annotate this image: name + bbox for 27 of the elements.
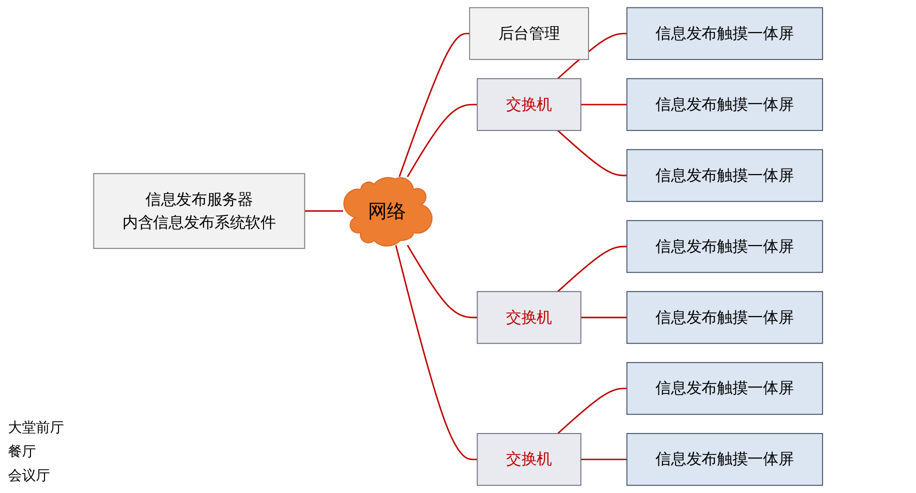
node-box: 信息发布触摸一体屏 <box>626 149 823 202</box>
node-box: 信息发布触摸一体屏 <box>626 291 823 344</box>
location-label: 大堂前厅 <box>8 419 64 437</box>
node-box: 后台管理 <box>469 7 589 60</box>
connector <box>580 104 627 106</box>
location-label: 会议厅 <box>8 467 51 485</box>
connector <box>406 104 478 178</box>
connector <box>304 210 343 212</box>
node-box: 交换机 <box>476 78 582 131</box>
node-box: 信息发布服务器 内含信息发布系统软件 <box>93 173 306 249</box>
connector <box>557 246 627 292</box>
node-box: 信息发布触摸一体屏 <box>626 7 823 60</box>
connector <box>580 458 627 460</box>
connector <box>557 130 627 176</box>
connector <box>557 32 627 80</box>
connector <box>398 32 470 177</box>
node-box: 信息发布触摸一体屏 <box>626 362 823 415</box>
connector <box>580 316 627 318</box>
node-box: 交换机 <box>476 433 582 486</box>
connector <box>557 388 627 434</box>
node-box: 信息发布触摸一体屏 <box>626 433 823 486</box>
node-box: 信息发布触摸一体屏 <box>626 220 823 273</box>
node-box: 交换机 <box>476 291 582 344</box>
connector <box>406 244 478 318</box>
connector <box>395 245 478 460</box>
location-label: 餐厅 <box>8 443 37 461</box>
node-box: 信息发布触摸一体屏 <box>626 78 823 131</box>
